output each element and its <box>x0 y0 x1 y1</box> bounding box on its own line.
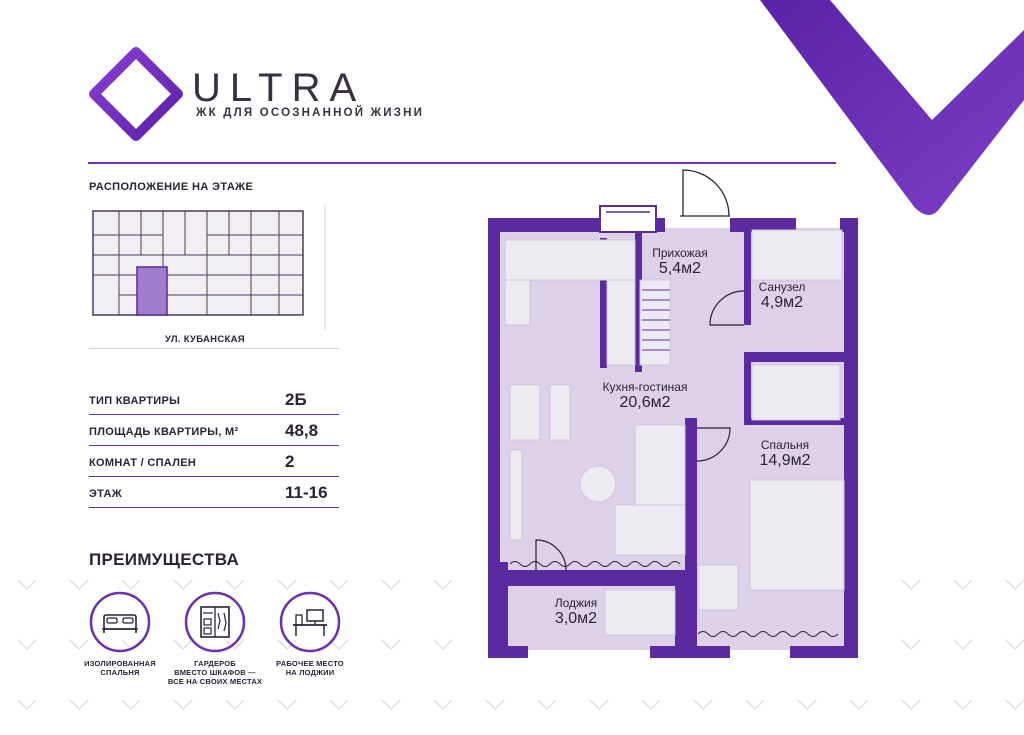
chevron-icon <box>277 699 297 711</box>
chevron-icon <box>277 639 297 651</box>
spec-value: 11-16 <box>285 483 328 502</box>
spec-row-floor: ЭТАЖ 11-16 <box>89 477 339 508</box>
room-label-loggia: Лоджия <box>554 596 598 610</box>
chevron-icon <box>433 699 453 711</box>
wardrobe-icon <box>184 591 246 653</box>
spec-label: ЭТАЖ <box>89 488 122 500</box>
apartment-floor-plan <box>488 169 858 658</box>
chevron-icon <box>277 579 297 591</box>
chevron-icon <box>17 699 37 711</box>
street-name: УЛ. КУБАНСКАЯ <box>165 334 245 345</box>
advantage-label: РАБОЧЕЕ МЕСТО НА ЛОДЖИИ <box>276 659 344 677</box>
chevron-icon <box>17 579 37 591</box>
advantage-label: ИЗОЛИРОВАННАЯ СПАЛЬНЯ <box>84 659 156 677</box>
workplace-icon <box>279 591 341 653</box>
chevron-icon <box>381 699 401 711</box>
chevron-icon <box>433 639 453 651</box>
brand-name: ULTRA <box>192 66 366 110</box>
chevron-icon <box>225 579 245 591</box>
room-area-bathroom: 4,9м2 <box>760 294 804 311</box>
chevron-icon <box>1005 579 1024 591</box>
chevron-icon <box>901 639 921 651</box>
chevron-icon <box>173 699 193 711</box>
chevron-icon <box>121 699 141 711</box>
chevron-icon <box>329 579 349 591</box>
chevron-icon <box>17 639 37 651</box>
chevron-icon <box>953 639 973 651</box>
chevron-icon <box>69 579 89 591</box>
chevron-icon <box>485 699 505 711</box>
chevron-icon <box>901 579 921 591</box>
chevron-icon <box>745 699 765 711</box>
chevron-icon <box>1005 699 1024 711</box>
header-divider <box>88 162 836 164</box>
chevron-icon <box>69 699 89 711</box>
spec-value: 48,8 <box>285 421 319 440</box>
spec-row-type: ТИП КВАРТИРЫ 2Б <box>89 384 339 415</box>
street-divider <box>89 348 339 349</box>
chevron-icon <box>121 579 141 591</box>
room-label-bedroom: Спальня <box>760 438 810 452</box>
chevron-icon <box>797 699 817 711</box>
chevron-icon <box>69 639 89 651</box>
room-label-bathroom: Санузел <box>758 280 806 294</box>
room-label-hallway: Прихожая <box>652 246 708 260</box>
room-area-loggia: 3,0м2 <box>554 610 598 627</box>
room-label-kitchen-living: Кухня-гостиная <box>602 380 688 394</box>
chevron-icon <box>1005 639 1024 651</box>
spec-label: ПЛОЩАДЬ КВАРТИРЫ, М² <box>89 426 239 438</box>
chevron-icon <box>953 579 973 591</box>
spec-row-rooms: КОМНАТ / СПАЛЕН 2 <box>89 446 339 477</box>
chevron-icon <box>433 579 453 591</box>
floor-plan-thumbnail <box>89 205 326 330</box>
chevron-icon <box>537 699 557 711</box>
spec-row-area: ПЛОЩАДЬ КВАРТИРЫ, М² 48,8 <box>89 415 339 446</box>
chevron-icon <box>329 699 349 711</box>
advantages-title: ПРЕИМУЩЕСТВА <box>89 550 240 569</box>
chevron-icon <box>693 699 713 711</box>
chevron-icon <box>173 639 193 651</box>
spec-value: 2 <box>285 452 295 471</box>
room-area-bedroom: 14,9м2 <box>759 452 811 469</box>
check-shape-icon <box>760 0 1024 215</box>
spec-value: 2Б <box>285 390 307 409</box>
spec-label: КОМНАТ / СПАЛЕН <box>89 457 197 469</box>
chevron-icon <box>589 699 609 711</box>
spec-label: ТИП КВАРТИРЫ <box>89 395 181 407</box>
chevron-icon <box>641 699 661 711</box>
chevron-icon <box>173 579 193 591</box>
diamond-logo-icon <box>89 47 183 141</box>
chevron-icon <box>381 639 401 651</box>
room-area-hallway: 5,4м2 <box>658 260 702 277</box>
brand-tagline: ЖК ДЛЯ ОСОЗНАННОЙ ЖИЗНИ <box>196 107 425 119</box>
chevron-icon <box>329 639 349 651</box>
chevron-icon <box>849 699 869 711</box>
chevron-icon <box>953 699 973 711</box>
room-area-kitchen-living: 20,6м2 <box>619 394 671 411</box>
bed-icon <box>89 591 151 653</box>
chevron-icon <box>381 579 401 591</box>
chevron-icon <box>225 699 245 711</box>
chevron-icon <box>225 639 245 651</box>
floor-location-title: РАСПОЛОЖЕНИЕ НА ЭТАЖЕ <box>89 181 254 193</box>
advantage-label: ГАРДЕРОБ ВМЕСТО ШКАФОВ — ВСЕ НА СВОИХ МЕ… <box>167 659 263 686</box>
chevron-icon <box>901 699 921 711</box>
